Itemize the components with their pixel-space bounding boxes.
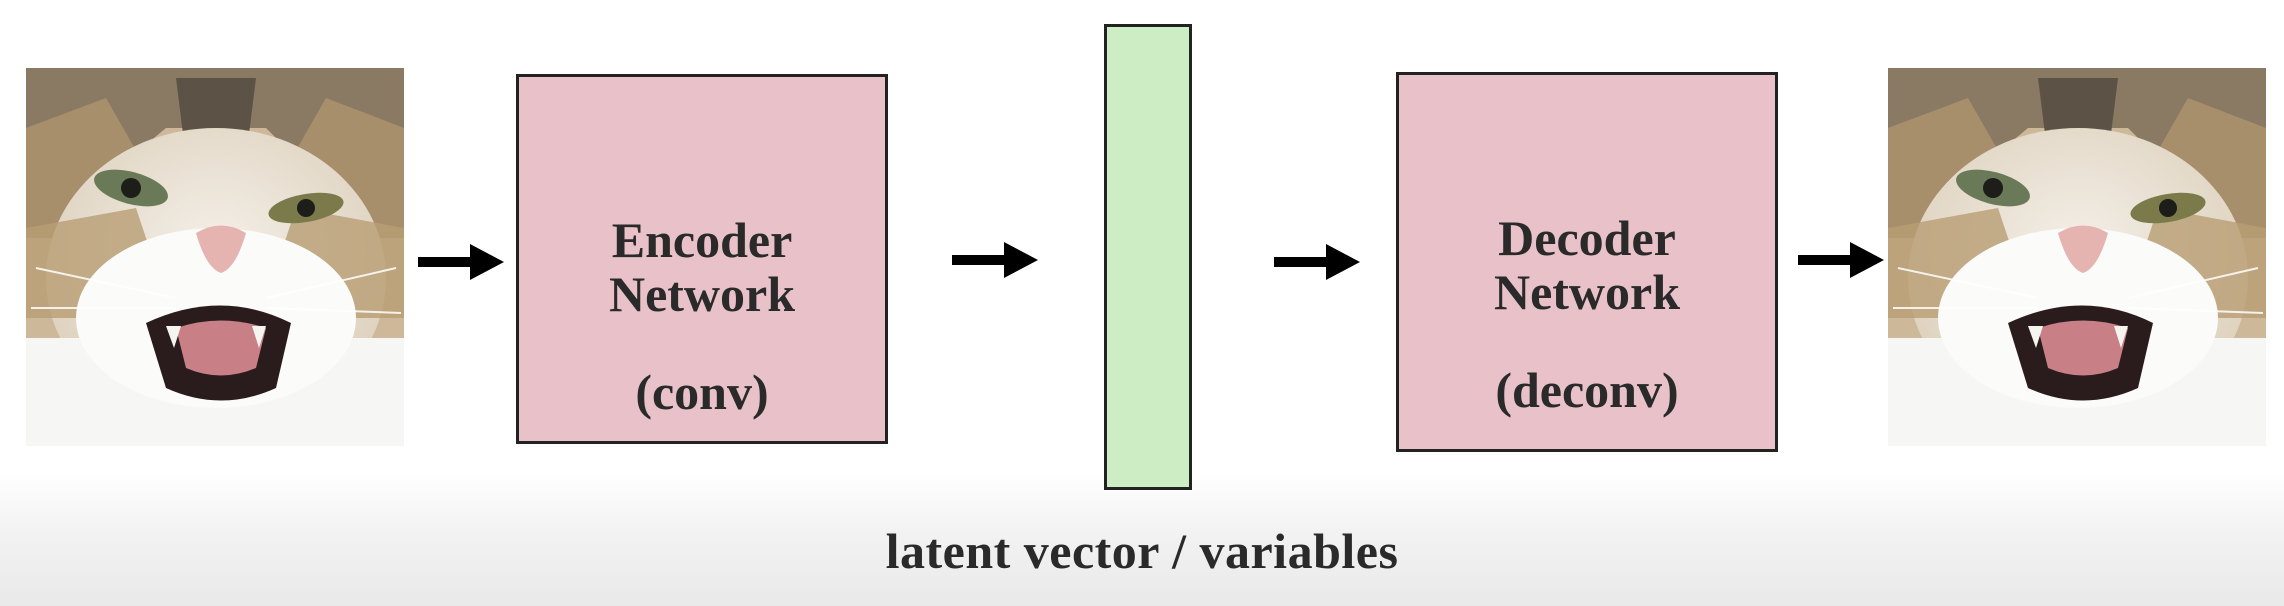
decoder-title-line2: Network bbox=[1493, 264, 1681, 320]
encoder-title-line1: Encoder bbox=[611, 212, 793, 268]
arrow-decoder-to-output bbox=[1798, 238, 1884, 282]
arrow-encoder-to-latent bbox=[952, 238, 1038, 282]
decoder-title-line1: Decoder bbox=[1498, 210, 1676, 266]
encoder-network-box: Encoder Network (conv) bbox=[516, 74, 888, 444]
decoder-network-box: Decoder Network (deconv) bbox=[1396, 72, 1778, 452]
encoder-title-line2: Network bbox=[608, 266, 796, 322]
encoder-title: Encoder Network bbox=[519, 213, 885, 321]
input-cat-image bbox=[26, 68, 404, 446]
latent-vector-box bbox=[1104, 24, 1192, 490]
latent-caption: latent vector / variables bbox=[885, 523, 1399, 579]
cat-face-illustration-reconstructed bbox=[1888, 68, 2266, 446]
encoder-subtitle: (conv) bbox=[635, 364, 769, 420]
output-cat-image bbox=[1888, 68, 2266, 446]
decoder-title: Decoder Network bbox=[1399, 211, 1775, 319]
arrow-latent-to-decoder bbox=[1274, 240, 1360, 284]
decoder-subtitle: (deconv) bbox=[1495, 362, 1679, 418]
cat-face-illustration bbox=[26, 68, 404, 446]
arrow-input-to-encoder bbox=[418, 240, 504, 284]
